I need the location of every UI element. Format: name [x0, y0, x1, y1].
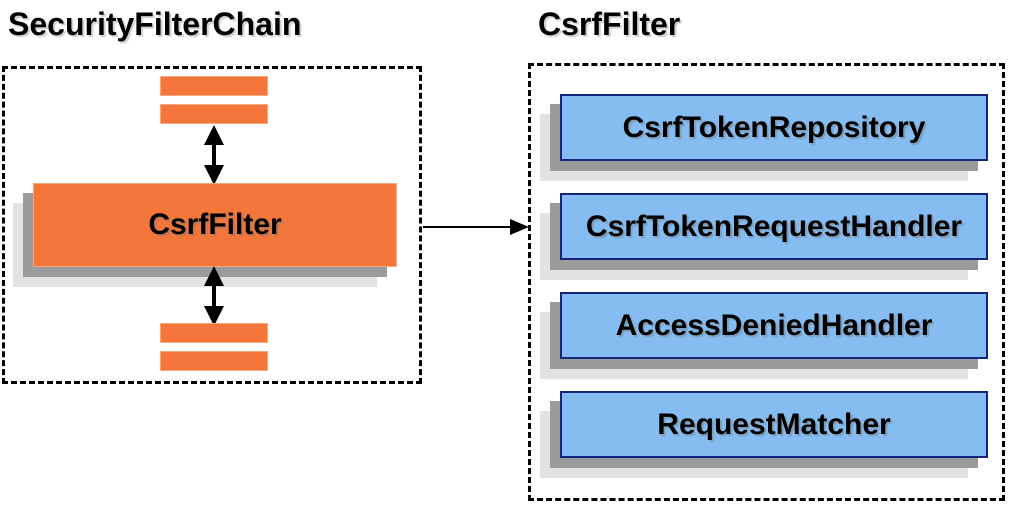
filter-chain-bar-bottom-2 [160, 351, 268, 371]
filter-chain-bar-top-2 [160, 104, 268, 124]
csrffilter-title: CsrfFilter [538, 6, 681, 42]
securityfilterchain-title: SecurityFilterChain [8, 6, 302, 42]
csrf-filter-box-label: CsrfFilter [148, 208, 282, 241]
right-arrow-icon [423, 219, 529, 235]
double-headed-arrow-icon [204, 266, 224, 326]
securityfilterchain-boundary [2, 66, 422, 384]
component-label: AccessDeniedHandler [615, 308, 933, 342]
csrf-filter-box: CsrfFilter [33, 183, 397, 267]
double-headed-arrow-icon [204, 125, 224, 185]
component-box-csrftokenrepository: CsrfTokenRepository [560, 94, 988, 161]
csrffilter-boundary [528, 63, 1005, 501]
component-label: CsrfTokenRepository [622, 110, 926, 144]
filter-chain-bar-bottom-1 [160, 323, 268, 343]
filter-chain-bar-top-1 [160, 76, 268, 96]
component-label: CsrfTokenRequestHandler [585, 209, 963, 243]
component-label: RequestMatcher [657, 407, 891, 441]
component-box-requestmatcher: RequestMatcher [560, 391, 988, 458]
component-box-accessdeniedhandler: AccessDeniedHandler [560, 292, 988, 359]
component-box-csrftokenrequesthandler: CsrfTokenRequestHandler [560, 193, 988, 260]
